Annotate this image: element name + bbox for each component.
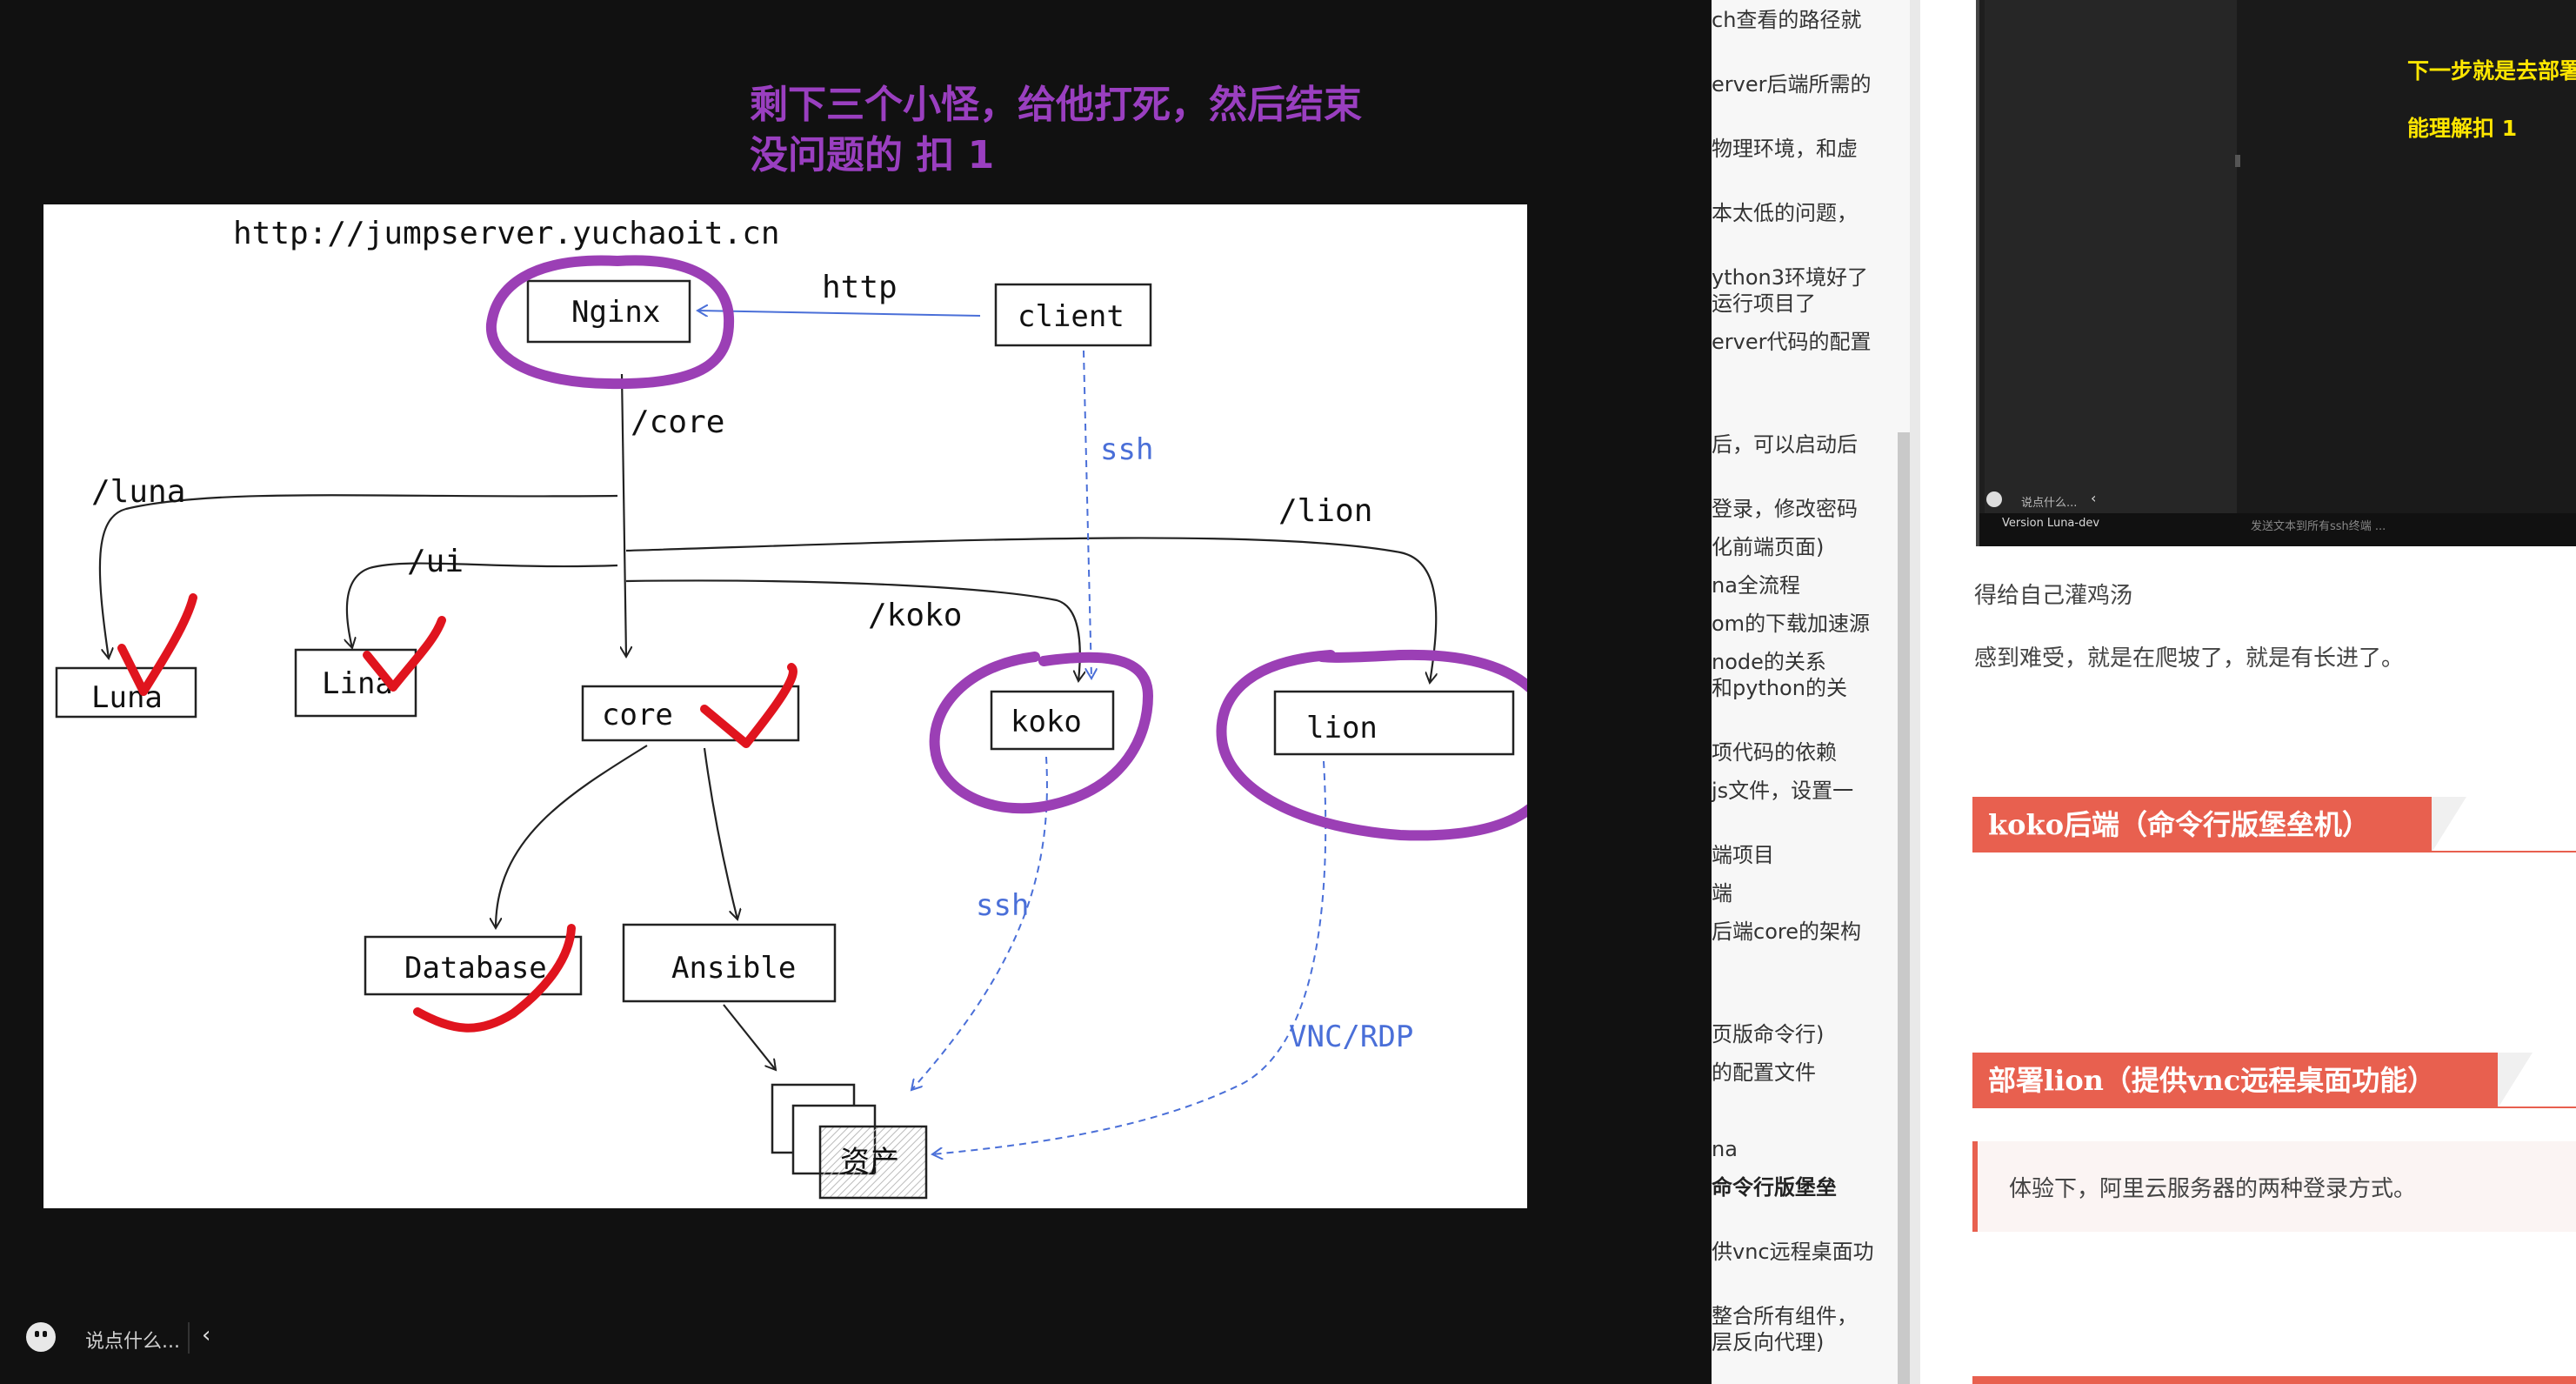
toc-item[interactable]: 的配置文件 (1712, 1060, 1816, 1085)
purple-circle-annotations (485, 255, 1527, 841)
svg-text:lion: lion (1306, 711, 1378, 745)
blockquote-text: 体验下，阿里云服务器的两种登录方式。 (2009, 1176, 2417, 1202)
edge-label-luna: /luna (91, 474, 185, 510)
svg-text:资产: 资产 (840, 1145, 899, 1180)
terminal-right-pane (2237, 0, 2576, 513)
url-label: http://jumpserver.yuchaoit.cn (233, 216, 780, 251)
toc-scrollbar[interactable] (1898, 432, 1910, 1384)
edge-label-ui: /ui (407, 544, 464, 579)
lion-node: lion (1273, 690, 1515, 756)
toc-item[interactable]: node的关系 (1712, 650, 1826, 674)
edge-label-koko: /koko (868, 598, 962, 633)
banner-line-2: 没问题的 扣 1 (750, 133, 995, 177)
toc-item-active[interactable]: 命令行版堡垒 (1712, 1175, 1837, 1200)
chevron-left-icon: ‹ (2091, 490, 2097, 506)
terminal-version: Version Luna-dev (2002, 517, 2100, 530)
svg-text:client: client (1018, 299, 1124, 334)
next-section-heading (1972, 1376, 2576, 1384)
core-node: core (581, 685, 800, 742)
toc-item[interactable]: 化前端页面) (1712, 535, 1825, 559)
terminal-chat-hint: 说点什么... (2021, 497, 2078, 510)
section-heading-koko: koko后端（命令行版堡垒机） (1972, 797, 2432, 852)
svg-text:Ansible: Ansible (671, 951, 796, 986)
toc-item[interactable]: js文件，设置一 (1712, 779, 1854, 803)
asset-node: 资产 (771, 1083, 928, 1200)
svg-text:Database: Database (404, 951, 547, 986)
toc-item[interactable]: na全流程 (1712, 573, 1800, 598)
toc-item[interactable]: 和python的关 (1712, 676, 1847, 700)
toc-item[interactable]: erver代码的配置 (1712, 330, 1872, 354)
edge-label-vnc: VNC/RDP (1289, 1020, 1413, 1054)
toc-item[interactable]: 项代码的依赖 (1712, 740, 1837, 765)
banner-line-1: 剩下三个小怪，给他打死，然后结束 (750, 83, 1362, 127)
whiteboard: http://jumpserver.yuchaoit.cn Nginx clie… (43, 204, 1527, 1208)
panel-gutter (1910, 0, 1920, 1384)
edge-label-lion: /lion (1278, 493, 1372, 529)
heading-shadow (2498, 1053, 2533, 1108)
luna-node: Luna (55, 666, 197, 719)
nginx-node: Nginx (526, 279, 691, 344)
toc-item[interactable]: 本太低的问题， (1712, 201, 1858, 225)
toc-item[interactable]: 供vnc远程桌面功 (1712, 1240, 1874, 1264)
red-check-annotations (117, 593, 797, 1033)
blockquote (1972, 1141, 2576, 1232)
heading-underline (1972, 851, 2576, 852)
paragraph: 得给自己灌鸡汤 (1974, 583, 2133, 609)
ansible-node: Ansible (622, 923, 837, 1003)
toc-item[interactable]: ch查看的路径就 (1712, 8, 1862, 32)
toc-item[interactable]: om的下载加速源 (1712, 612, 1871, 636)
table-of-contents: ch查看的路径就 erver后端所需的 物理环境，和虚 本太低的问题， ytho… (1712, 0, 1910, 1384)
toc-item[interactable]: 层反向代理) (1712, 1330, 1825, 1354)
chevron-left-icon[interactable]: ‹ (202, 1322, 211, 1348)
toc-item[interactable]: erver后端所需的 (1712, 72, 1872, 97)
chat-divider (188, 1322, 190, 1354)
terminal-text-1: 下一步就是去部署 (2407, 58, 2576, 84)
emoji-icon[interactable] (26, 1322, 56, 1352)
toc-item[interactable]: 页版命令行) (1712, 1022, 1825, 1046)
terminal-text-2: 能理解扣 1 (2407, 116, 2518, 141)
heading-shadow (2432, 797, 2466, 852)
toc-item[interactable]: 物理环境，和虚 (1712, 137, 1858, 161)
toc-item[interactable]: 端项目 (1712, 843, 1774, 867)
edge-label-http: http (822, 270, 898, 305)
solid-connectors (98, 373, 1436, 1070)
toc-item[interactable]: 后，可以启动后 (1712, 432, 1858, 457)
toc-item[interactable]: 后端core的架构 (1712, 919, 1861, 944)
edge-label-ssh-client: ssh (1100, 432, 1153, 467)
client-node: client (994, 283, 1152, 347)
svg-text:core: core (602, 698, 673, 732)
toc-item[interactable]: 整合所有组件， (1712, 1304, 1858, 1328)
blue-connectors (697, 311, 1327, 1154)
toc-item[interactable]: 端 (1712, 881, 1732, 906)
terminal-left-pane (1985, 0, 2237, 513)
terminal-status-bar (1979, 513, 2576, 546)
toc-item[interactable]: 登录，修改密码 (1712, 497, 1858, 521)
chat-input[interactable]: 说点什么... (85, 1331, 180, 1353)
toc-item[interactable]: na (1712, 1137, 1738, 1161)
toc-item[interactable]: 运行项目了 (1712, 291, 1816, 316)
emoji-icon (1986, 491, 2002, 507)
section-heading-lion: 部署lion（提供vnc远程桌面功能） (1972, 1053, 2498, 1108)
terminal-divider (2235, 155, 2240, 167)
terminal-hint: 发送文本到所有ssh终端 ... (2251, 520, 2386, 533)
architecture-diagram: http://jumpserver.yuchaoit.cn Nginx clie… (55, 216, 1527, 1200)
svg-text:koko: koko (1011, 705, 1082, 739)
heading-underline (1972, 1107, 2576, 1108)
svg-text:Nginx: Nginx (571, 295, 660, 330)
edge-label-ssh-koko: ssh (976, 888, 1029, 923)
toc-item[interactable]: ython3环境好了 (1712, 265, 1868, 290)
paragraph: 感到难受，就是在爬坡了，就是有长进了。 (1974, 645, 2405, 672)
edge-label-core: /core (631, 405, 724, 440)
koko-node: koko (990, 690, 1115, 751)
